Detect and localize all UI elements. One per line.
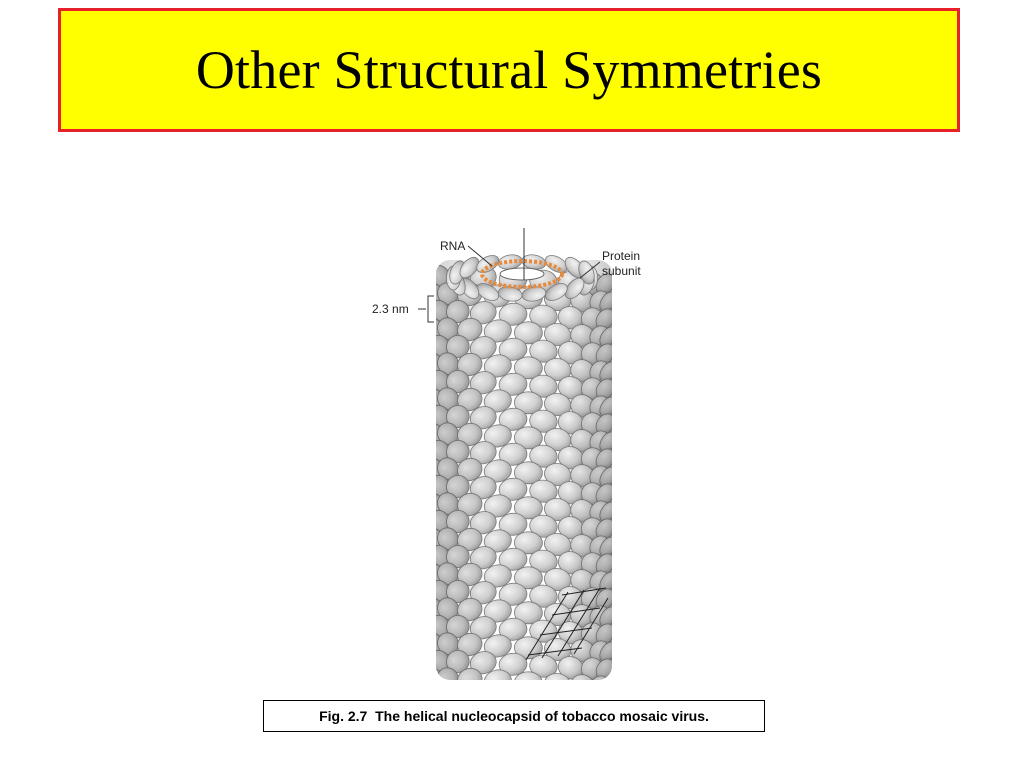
top-protein-subunit <box>476 283 500 301</box>
protein-leader-line <box>579 261 601 279</box>
top-protein-subunit <box>459 256 480 279</box>
top-protein-subunit <box>544 283 568 301</box>
slide-title: Other Structural Symmetries <box>195 40 823 100</box>
figure-caption-box: Fig. 2.7 The helical nucleocapsid of tob… <box>263 700 765 732</box>
top-protein-subunit <box>476 255 500 273</box>
rna-helix <box>480 259 564 289</box>
title-banner: Other Structural Symmetries <box>58 8 960 132</box>
cylinder-shading <box>436 260 612 680</box>
rna-label: RNA <box>440 239 465 253</box>
pitch-label: 2.3 nm <box>372 302 409 316</box>
rna-leader-line <box>467 245 493 267</box>
tmv-helical-nucleocapsid-figure: RNA Protein subunit 2.3 nm <box>356 220 656 690</box>
protein-label-line2: subunit <box>602 264 641 278</box>
top-protein-subunit <box>544 255 568 273</box>
helical-lattice-lines <box>525 587 609 661</box>
protein-label-line1: Protein <box>602 249 640 263</box>
figure-caption: Fig. 2.7 The helical nucleocapsid of tob… <box>319 708 709 724</box>
central-channel <box>499 267 545 281</box>
tmv-diagram: RNA Protein subunit 2.3 nm <box>372 228 641 680</box>
pitch-bracket <box>427 295 434 323</box>
top-protein-subunit <box>497 286 523 302</box>
